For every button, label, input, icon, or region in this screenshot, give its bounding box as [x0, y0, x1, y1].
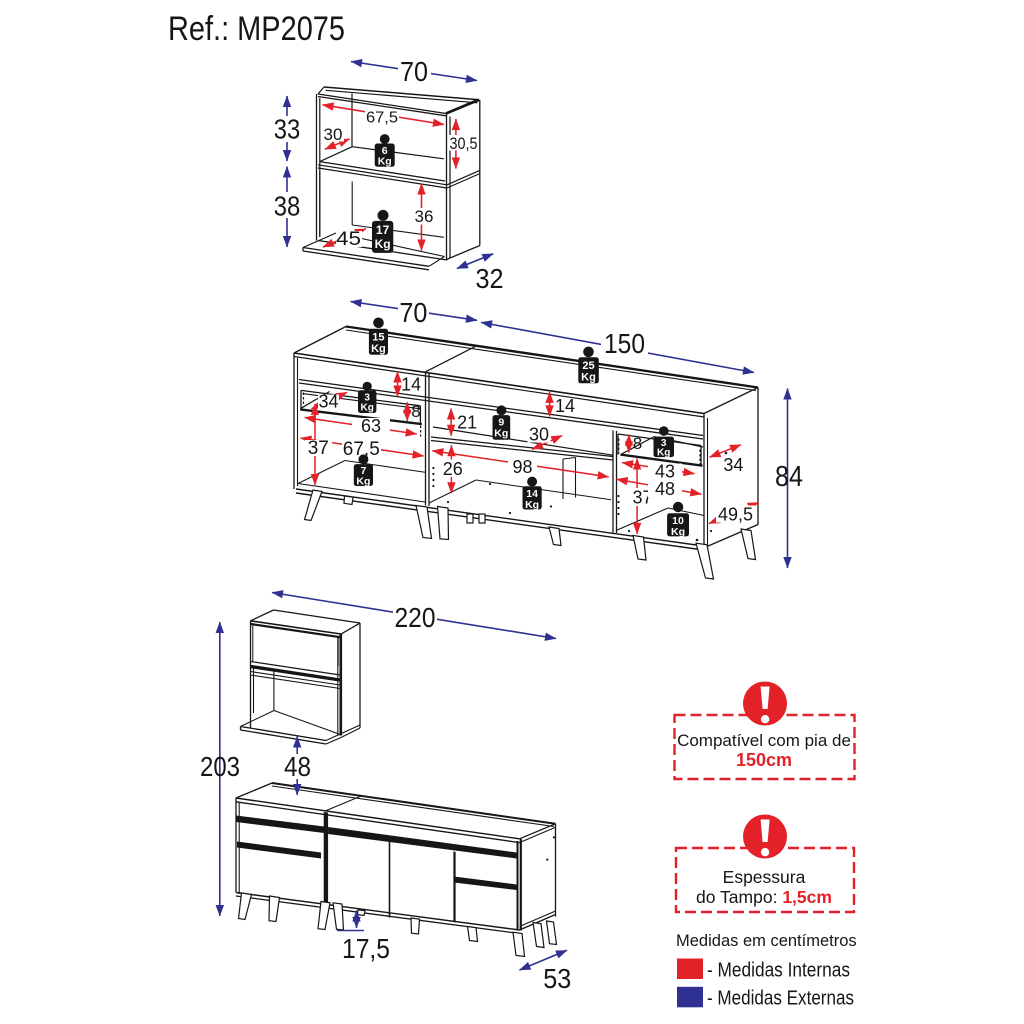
svg-text:49,5: 49,5 [718, 505, 753, 525]
svg-text:Kg: Kg [657, 448, 670, 459]
svg-text:8: 8 [411, 402, 420, 421]
svg-text:30: 30 [529, 425, 549, 445]
svg-text:48: 48 [284, 751, 311, 782]
svg-text:220: 220 [395, 602, 436, 633]
svg-text:Kg: Kg [378, 156, 392, 168]
svg-text:37: 37 [632, 488, 652, 508]
svg-text:do Tampo: 1,5cm: do Tampo: 1,5cm [696, 887, 832, 907]
svg-text:67,5: 67,5 [366, 110, 398, 127]
svg-text:150cm: 150cm [736, 750, 792, 770]
svg-text:98: 98 [512, 457, 532, 477]
svg-text:15: 15 [372, 332, 384, 344]
svg-text:Kg: Kg [494, 428, 508, 440]
svg-text:67,5: 67,5 [343, 439, 380, 460]
svg-text:150: 150 [604, 328, 645, 359]
svg-text:Kg: Kg [361, 403, 374, 414]
svg-text:48: 48 [655, 479, 675, 499]
svg-text:33: 33 [274, 114, 301, 145]
svg-text:30,5: 30,5 [450, 134, 478, 153]
svg-text:26: 26 [443, 459, 463, 479]
svg-text:63: 63 [361, 416, 381, 436]
svg-text:45: 45 [336, 229, 361, 250]
svg-text:Kg: Kg [525, 499, 539, 511]
svg-text:34: 34 [318, 392, 338, 412]
svg-text:43: 43 [655, 462, 675, 482]
svg-text:53: 53 [543, 963, 571, 994]
svg-text:Kg: Kg [356, 476, 370, 488]
svg-text:37: 37 [308, 438, 329, 459]
svg-text:21: 21 [457, 413, 477, 433]
svg-text:3: 3 [364, 393, 370, 404]
svg-text:14: 14 [401, 375, 421, 395]
svg-text:Espessura: Espessura [723, 867, 806, 887]
svg-text:14: 14 [555, 396, 575, 416]
svg-text:84: 84 [775, 461, 803, 493]
svg-text:17,5: 17,5 [342, 933, 390, 964]
svg-text:70: 70 [399, 297, 427, 328]
svg-text:10: 10 [672, 515, 684, 527]
svg-text:14: 14 [526, 488, 538, 500]
svg-text:25: 25 [582, 360, 594, 372]
svg-text:Kg: Kg [371, 343, 386, 355]
svg-text:7: 7 [360, 465, 366, 477]
svg-text:9: 9 [498, 417, 504, 429]
svg-text:- Medidas Internas: - Medidas Internas [707, 960, 850, 982]
svg-text:38: 38 [274, 191, 301, 222]
svg-text:6: 6 [382, 145, 388, 157]
svg-text:Kg: Kg [375, 237, 391, 251]
svg-text:- Medidas Externas: - Medidas Externas [707, 988, 854, 1010]
svg-text:70: 70 [400, 56, 428, 87]
svg-text:8: 8 [633, 434, 642, 453]
svg-text:3: 3 [661, 438, 667, 449]
svg-text:Kg: Kg [581, 372, 596, 384]
svg-text:Ref.: MP2075: Ref.: MP2075 [168, 10, 345, 48]
svg-text:Kg: Kg [671, 526, 685, 538]
svg-text:Medidas em centímetros: Medidas em centímetros [676, 932, 857, 950]
svg-text:32: 32 [476, 263, 504, 294]
svg-text:203: 203 [200, 751, 240, 782]
svg-text:34: 34 [723, 455, 743, 475]
svg-text:Compatível com pia de: Compatível com pia de [677, 731, 851, 750]
svg-text:36: 36 [415, 207, 434, 226]
svg-text:30: 30 [324, 125, 343, 144]
svg-text:17: 17 [376, 223, 390, 237]
